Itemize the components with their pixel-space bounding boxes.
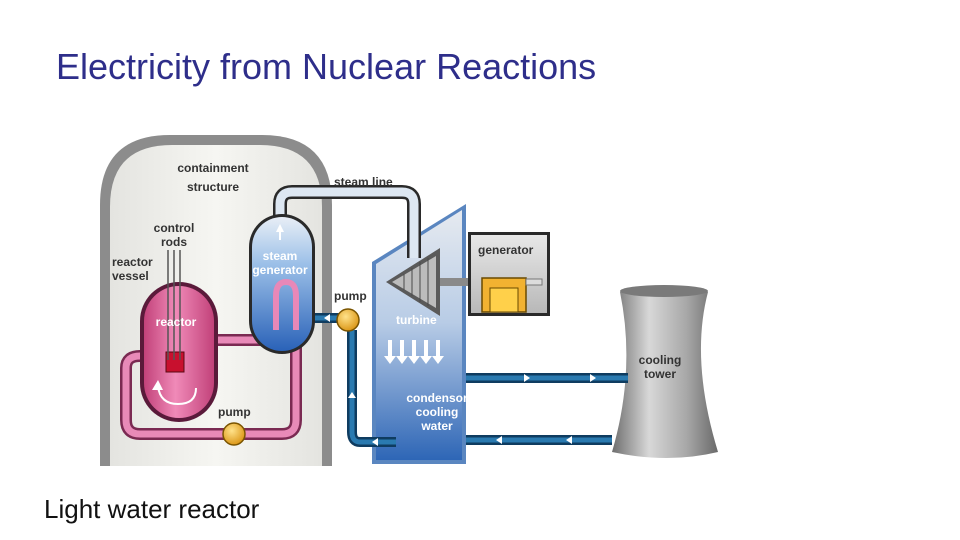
pump-label-top: pump bbox=[334, 289, 367, 303]
exhaust-arrows bbox=[384, 340, 444, 364]
diagram-labels: containment structure control rods react… bbox=[112, 161, 681, 433]
steam-generator-label-1: steam bbox=[263, 249, 298, 263]
control-rods bbox=[167, 250, 181, 360]
steam-generator-label-2: generator bbox=[252, 263, 308, 277]
reactor-vessel-label-1: reactor bbox=[112, 255, 153, 269]
cooling-tower-label-1: cooling bbox=[639, 353, 682, 367]
turbine-housing bbox=[372, 204, 466, 464]
containment-label-1: containment bbox=[177, 161, 248, 175]
cooling-tower-label-2: tower bbox=[644, 367, 676, 381]
primary-pump bbox=[222, 422, 246, 446]
flow-arrows bbox=[324, 314, 596, 446]
reactor-label: reactor bbox=[156, 315, 197, 329]
slide-title: Electricity from Nuclear Reactions bbox=[56, 46, 597, 87]
feedwater-pump bbox=[336, 308, 360, 332]
steam-generator bbox=[249, 214, 315, 354]
containment-label-2: structure bbox=[187, 180, 239, 194]
steam-line-pipe bbox=[273, 185, 421, 258]
condensor-label-1: condensor bbox=[406, 391, 468, 405]
pump-label-bottom: pump bbox=[218, 405, 251, 419]
steam-line-label: steam line bbox=[334, 175, 393, 189]
slide-caption: Light water reactor bbox=[44, 494, 260, 524]
generator-label: generator bbox=[478, 243, 534, 257]
turbine-rotor bbox=[386, 248, 484, 316]
condensor-label-3: water bbox=[420, 419, 453, 433]
condensor-label-2: cooling bbox=[416, 405, 459, 419]
reactor-vessel-label-2: vessel bbox=[112, 269, 149, 283]
control-rods-label-1: control bbox=[154, 221, 195, 235]
turbine-label: turbine bbox=[396, 313, 437, 327]
reactor-vessel bbox=[140, 282, 218, 422]
control-rods-label-2: rods bbox=[161, 235, 187, 249]
cooling-tower bbox=[612, 285, 718, 458]
generator bbox=[468, 232, 550, 316]
